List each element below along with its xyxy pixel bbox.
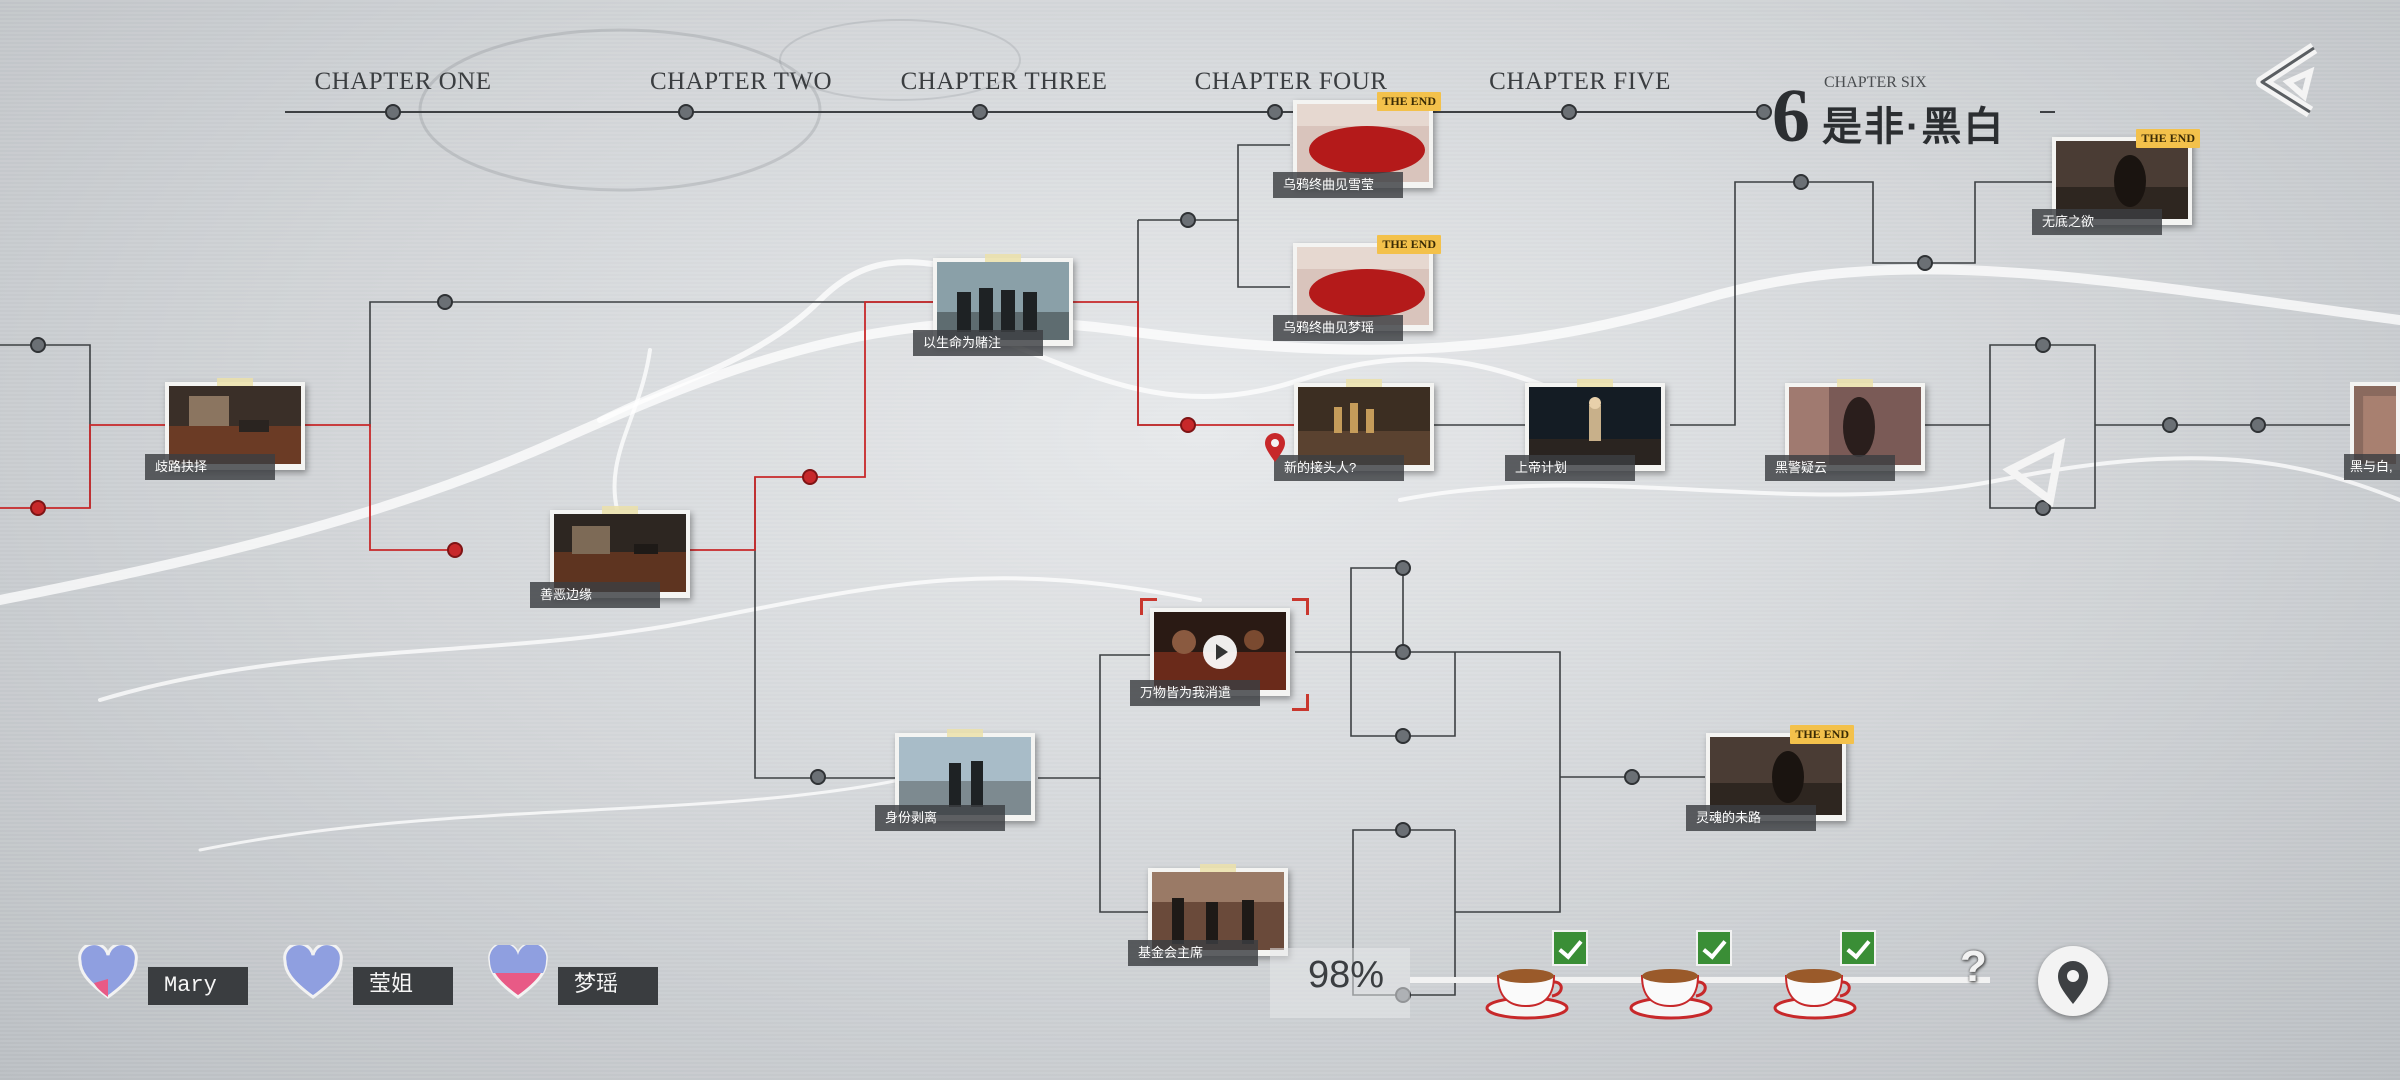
story-node-8[interactable]: 万物皆为我消遣: [1130, 608, 1290, 706]
hidden-reward-question-mark[interactable]: ?: [1960, 942, 1987, 991]
affinity-name: Mary: [148, 967, 248, 1005]
selection-corner: [1292, 598, 1309, 615]
the-end-badge: THE END: [2136, 129, 2200, 148]
scene-thumbnail: [1298, 387, 1430, 465]
story-node-6[interactable]: THE END 乌鸦终曲见梦瑶: [1273, 235, 1441, 341]
affinity-name: 莹姐: [353, 967, 453, 1005]
the-end-badge: THE END: [1377, 235, 1441, 254]
heart-icon: [283, 945, 343, 999]
map-location-button[interactable]: [2038, 946, 2108, 1016]
story-node-12-title: 灵魂的未路: [1686, 805, 1816, 831]
story-node-5-title: 乌鸦终曲见雪莹: [1273, 172, 1403, 198]
scene-thumbnail: [1710, 737, 1842, 815]
story-node-4-title: 身份剥离: [875, 805, 1005, 831]
tea-cup-icon: [1485, 969, 1569, 1020]
back-arrow-icon[interactable]: [2252, 42, 2322, 118]
story-node-9[interactable]: 基金会主席: [1128, 864, 1288, 966]
chapter-two-label[interactable]: CHAPTER TWO: [649, 68, 833, 95]
story-node-13[interactable]: THE END 无底之欲: [2032, 129, 2200, 235]
scene-thumbnail: [1789, 387, 1921, 465]
chapter-four-label[interactable]: CHAPTER FOUR: [1194, 68, 1388, 95]
chapter-six-number: 6: [1772, 74, 1810, 158]
tape-decoration: [217, 378, 253, 386]
scene-thumbnail: [554, 514, 686, 592]
completion-percent: 98%: [1308, 954, 1385, 996]
story-node-10-title: 上帝计划: [1505, 455, 1635, 481]
the-end-badge: THE END: [1790, 725, 1854, 744]
scene-thumbnail: [2354, 386, 2396, 464]
story-node-13-title: 无底之欲: [2032, 209, 2162, 235]
tea-cup-icon: [1629, 969, 1713, 1020]
chapter-six-label: CHAPTER SIX: [1824, 74, 1927, 91]
check-icon: [1552, 930, 1588, 966]
story-node-4[interactable]: 身份剥离: [875, 729, 1035, 831]
completion-progress: 98% ?: [1270, 930, 2070, 1020]
scene-thumbnail: [2056, 141, 2188, 219]
story-node-10[interactable]: 上帝计划: [1505, 379, 1665, 481]
play-icon[interactable]: [1203, 635, 1237, 669]
selection-corner: [1140, 598, 1157, 615]
scene-thumbnail: [899, 737, 1031, 815]
story-node-7[interactable]: 新的接头人?: [1274, 379, 1434, 481]
scene-thumbnail: [1529, 387, 1661, 465]
tape-decoration: [1837, 379, 1873, 387]
chapter-one-label[interactable]: CHAPTER ONE: [314, 68, 492, 95]
map-pin-icon: [2058, 961, 2088, 1004]
scene-thumbnail: [1297, 247, 1429, 325]
tea-cup-icon: [1773, 969, 1857, 1020]
scene-thumbnail: [937, 262, 1069, 340]
current-location-pin-icon: [1265, 433, 1285, 462]
story-node-8-title: 万物皆为我消遣: [1130, 680, 1260, 706]
check-icon: [1696, 930, 1732, 966]
story-node-3[interactable]: 以生命为赌注: [913, 254, 1073, 356]
story-node-9-title: 基金会主席: [1128, 940, 1258, 966]
story-node-1-title: 歧路抉择: [145, 454, 275, 480]
chapter-timeline: CHAPTER ONE CHAPTER TWO CHAPTER THREE CH…: [0, 0, 2400, 154]
scene-thumbnail: [169, 386, 301, 464]
the-end-badge: THE END: [1377, 92, 1441, 111]
story-node-14-title: 黑与白,: [2344, 454, 2400, 480]
story-node-12[interactable]: THE END 灵魂的未路: [1686, 725, 1854, 831]
tea-cup-reward[interactable]: [1628, 930, 1732, 1020]
story-node-5[interactable]: THE END 乌鸦终曲见雪莹: [1273, 92, 1441, 198]
story-node-3-title: 以生命为赌注: [913, 330, 1043, 356]
selection-corner: [1292, 694, 1309, 711]
story-node-14[interactable]: 黑与白,: [2344, 382, 2400, 480]
tea-cup-reward[interactable]: [1772, 930, 1876, 1020]
tape-decoration: [1200, 864, 1236, 872]
chapter-three-label[interactable]: CHAPTER THREE: [900, 68, 1108, 95]
chapter-six-title: 是非·黑白: [1822, 105, 2006, 149]
chapter-five-label[interactable]: CHAPTER FIVE: [1489, 68, 1671, 95]
story-node-6-title: 乌鸦终曲见梦瑶: [1273, 315, 1403, 341]
story-node-11[interactable]: 黑警疑云: [1765, 379, 1925, 481]
tape-decoration: [985, 254, 1021, 262]
tape-decoration: [1346, 379, 1382, 387]
story-node-7-title: 新的接头人?: [1274, 455, 1404, 481]
tape-decoration: [947, 729, 983, 737]
affinity-name: 梦瑶: [558, 967, 658, 1005]
scene-thumbnail: [1152, 872, 1284, 950]
story-node-2-title: 善恶边缘: [530, 582, 660, 608]
story-node-2[interactable]: 善恶边缘: [530, 506, 690, 608]
story-node-1[interactable]: 歧路抉择: [145, 378, 305, 480]
tape-decoration: [602, 506, 638, 514]
heart-icon: [488, 945, 548, 999]
check-icon: [1840, 930, 1876, 966]
scene-thumbnail: [1297, 104, 1429, 182]
story-node-11-title: 黑警疑云: [1765, 455, 1895, 481]
heart-icon: [78, 945, 138, 999]
tea-cup-reward[interactable]: [1484, 930, 1588, 1020]
tape-decoration: [1577, 379, 1613, 387]
